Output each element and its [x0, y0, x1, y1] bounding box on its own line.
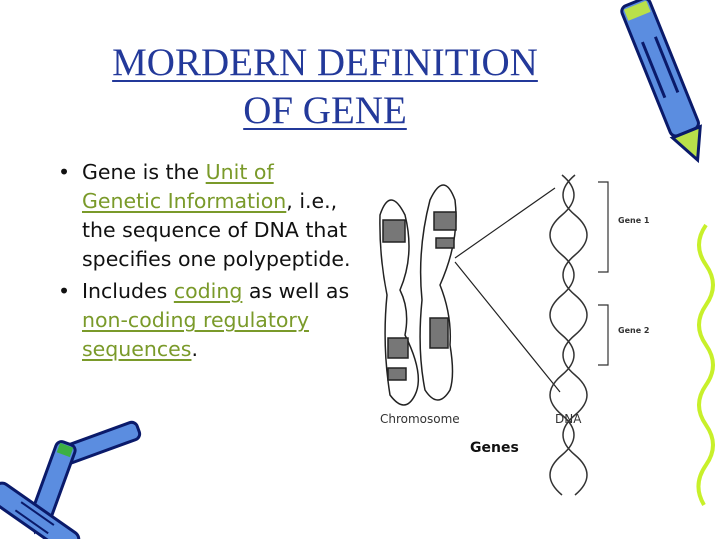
gene-brackets [598, 181, 609, 366]
bullet-text: . [191, 337, 198, 361]
link-coding[interactable]: coding [173, 279, 243, 303]
bullet-text: as well as [242, 279, 350, 303]
bullet-list: • Gene is the Unit of Genetic Informatio… [58, 158, 358, 367]
diagram-caption: Genes [470, 440, 519, 456]
bullet-dot-icon: • [58, 279, 71, 303]
bullet-text: , i.e., the sequence of DNA that specifi… [82, 189, 351, 271]
link-unit-of-genetic-information[interactable]: Unit of Genetic Information [82, 160, 287, 213]
crayon-icon [620, 0, 702, 164]
bullet-text: Includes [82, 279, 174, 303]
squiggle-line-icon [696, 223, 715, 507]
slide-title-line-2: OF GENE [243, 89, 407, 132]
gene-1-label: Gene 1 [618, 216, 650, 225]
chromosome-label: Chromosome [380, 412, 460, 426]
chromosome-illustration [379, 184, 457, 406]
dna-label: DNA [555, 412, 582, 426]
crayon-icon [0, 481, 81, 539]
bullet-item: • Gene is the Unit of Genetic Informatio… [58, 158, 358, 274]
bullet-item: • Includes coding as well as non-coding … [58, 277, 358, 364]
gene-2-label: Gene 2 [618, 326, 650, 335]
slide-title-line-1: MORDERN DEFINITION [112, 41, 538, 84]
zoom-lines [454, 187, 561, 393]
bullet-dot-icon: • [58, 160, 71, 184]
link-non-coding-regulatory-sequences[interactable]: non-coding regulatory sequences [82, 308, 309, 361]
dna-helix-illustration [549, 174, 588, 496]
bullet-text: Gene is the [82, 160, 206, 184]
